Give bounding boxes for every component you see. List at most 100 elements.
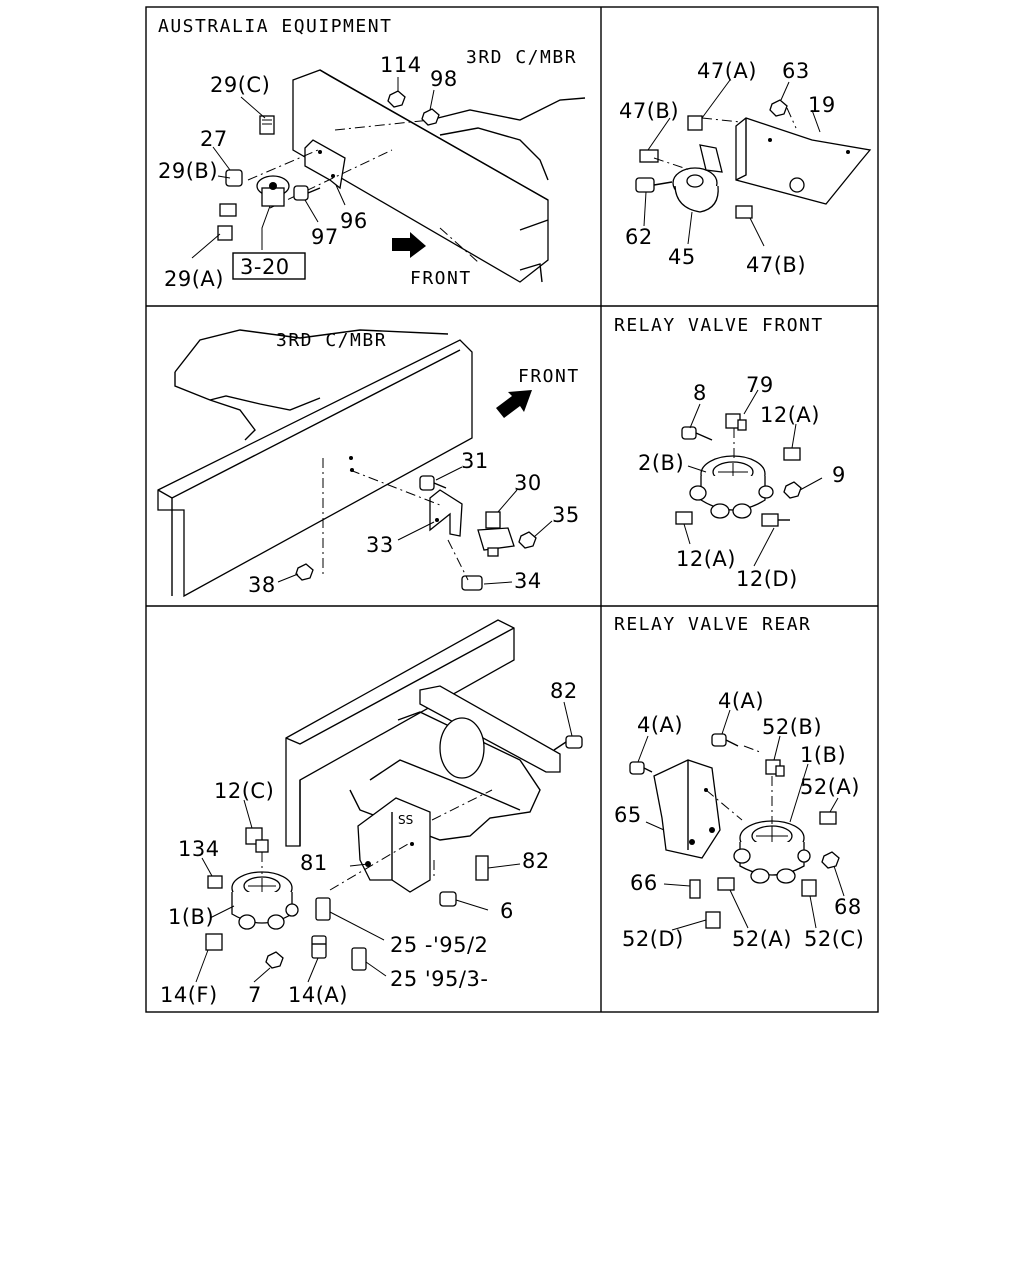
relay-valve-45 <box>672 144 723 213</box>
callout-label: 1(B) <box>800 743 846 767</box>
callout-label: 81 <box>300 851 328 875</box>
callout-label: 52(D) <box>622 927 684 951</box>
callout-label: 66 <box>630 871 658 895</box>
bracket-33 <box>429 489 463 537</box>
callout-label: 12(D) <box>736 567 798 591</box>
bracket-19 <box>735 117 872 205</box>
nut-35 <box>518 531 537 549</box>
bolt-27 <box>225 169 243 187</box>
callout-label: 38 <box>248 573 276 597</box>
callout-label: 114 <box>380 53 422 77</box>
callout-label: 2(B) <box>638 451 684 475</box>
switch-25-old <box>315 897 331 921</box>
relay-valve-front-body <box>689 455 774 519</box>
valve-30 <box>477 511 515 557</box>
callout-label: 8 <box>693 381 707 405</box>
callout-label: 52(C) <box>804 927 864 951</box>
fitting-14f <box>205 933 223 951</box>
panel-relay-valve-front: RELAY VALVE FRONT 8 79 12(A) 2(B) 9 <box>614 315 846 591</box>
svg-text:SS: SS <box>398 813 413 827</box>
fitting-47a <box>687 115 703 131</box>
front-label: FRONT <box>410 268 472 289</box>
callout-label: 31 <box>461 449 489 473</box>
callout-label: 79 <box>746 373 774 397</box>
bolt-4a-right <box>711 733 739 747</box>
fitting-134 <box>207 875 223 889</box>
switch-25-new <box>351 947 367 971</box>
callout-label: 12(C) <box>214 779 274 803</box>
callout-label: 25 -'95/2 <box>390 933 488 957</box>
panel-title-australia: AUSTRALIA EQUIPMENT <box>158 16 392 37</box>
fitting-12a-top <box>783 447 801 461</box>
callout-label: 9 <box>832 463 846 487</box>
callout-label: 82 <box>522 849 550 873</box>
panel-australia-equipment: AUSTRALIA EQUIPMENT 3RD C/MBR <box>158 16 586 291</box>
panel-relay-valve-rear: RELAY VALVE REAR <box>614 614 864 951</box>
panel-bracket: 47(A) 63 19 47(B) 62 45 47(B) <box>619 59 872 277</box>
member-label: 3RD C/MBR <box>466 47 577 68</box>
callout-label: 33 <box>366 533 394 557</box>
callout-label: 1(B) <box>168 905 214 929</box>
elbow-12c <box>245 827 269 853</box>
callout-label: 97 <box>311 225 339 249</box>
front-arrow-icon <box>392 232 426 258</box>
elbow-52c <box>801 879 817 897</box>
nut-98 <box>421 108 440 126</box>
nut-7 <box>265 951 284 969</box>
nut-63 <box>769 99 788 117</box>
callout-label: 134 <box>178 837 220 861</box>
fitting-47b-left <box>639 149 659 163</box>
callout-label: 29(C) <box>210 73 270 97</box>
bolt-82-top <box>553 735 583 751</box>
bolt-62 <box>635 177 673 193</box>
switch-14a <box>311 935 327 959</box>
callout-label: 14(A) <box>288 983 348 1007</box>
callout-label: 68 <box>834 895 862 919</box>
bolt-97 <box>293 185 321 201</box>
diagram-frame <box>145 6 879 1013</box>
callout-label: 29(B) <box>158 159 218 183</box>
elbow-79 <box>725 413 747 431</box>
fitting-52a-top <box>819 811 837 825</box>
callout-label: 52(B) <box>762 715 822 739</box>
callout-label: 35 <box>552 503 580 527</box>
callout-label: 96 <box>340 209 368 233</box>
callout-label: 62 <box>625 225 653 249</box>
fitting-29c <box>259 115 275 135</box>
fitting-29a <box>217 225 233 241</box>
callout-label: 12(A) <box>676 547 736 571</box>
nut-38 <box>295 563 314 581</box>
bolt-4a-left <box>629 761 653 775</box>
panel-lower-left: SS <box>160 619 583 1007</box>
front-arrow-icon <box>496 390 532 418</box>
bolt-8 <box>681 426 713 441</box>
callout-label: 14(F) <box>160 983 218 1007</box>
callout-label: 30 <box>514 471 542 495</box>
reference-box <box>232 252 306 280</box>
elbow-52d <box>705 911 721 929</box>
callout-label: 82 <box>550 679 578 703</box>
callout-label: 34 <box>514 569 542 593</box>
bolt-6 <box>439 891 457 907</box>
member-label: 3RD C/MBR <box>276 330 387 351</box>
bolt-34 <box>461 575 483 591</box>
bolt-66 <box>689 879 701 899</box>
callout-label: 4(A) <box>637 713 683 737</box>
callout-label: 7 <box>248 983 262 1007</box>
fitting-12d <box>761 513 790 527</box>
callout-label: 19 <box>808 93 836 117</box>
bolt-82-mid <box>475 855 489 881</box>
frame-rail-lower <box>285 619 561 847</box>
panel-title-relay-front: RELAY VALVE FRONT <box>614 315 824 336</box>
callout-label: 52(A) <box>732 927 792 951</box>
frame-rail-third-member <box>157 329 473 598</box>
callout-label: 4(A) <box>718 689 764 713</box>
fitting-12a-bottom <box>675 511 693 525</box>
callout-label: 45 <box>668 245 696 269</box>
callout-label: 25 '95/3- <box>390 967 488 991</box>
callout-label: 29(A) <box>164 267 224 291</box>
callout-label: 47(B) <box>746 253 806 277</box>
relay-valve-1b-lower <box>231 871 299 930</box>
relay-valve-1b-rear <box>733 820 811 884</box>
